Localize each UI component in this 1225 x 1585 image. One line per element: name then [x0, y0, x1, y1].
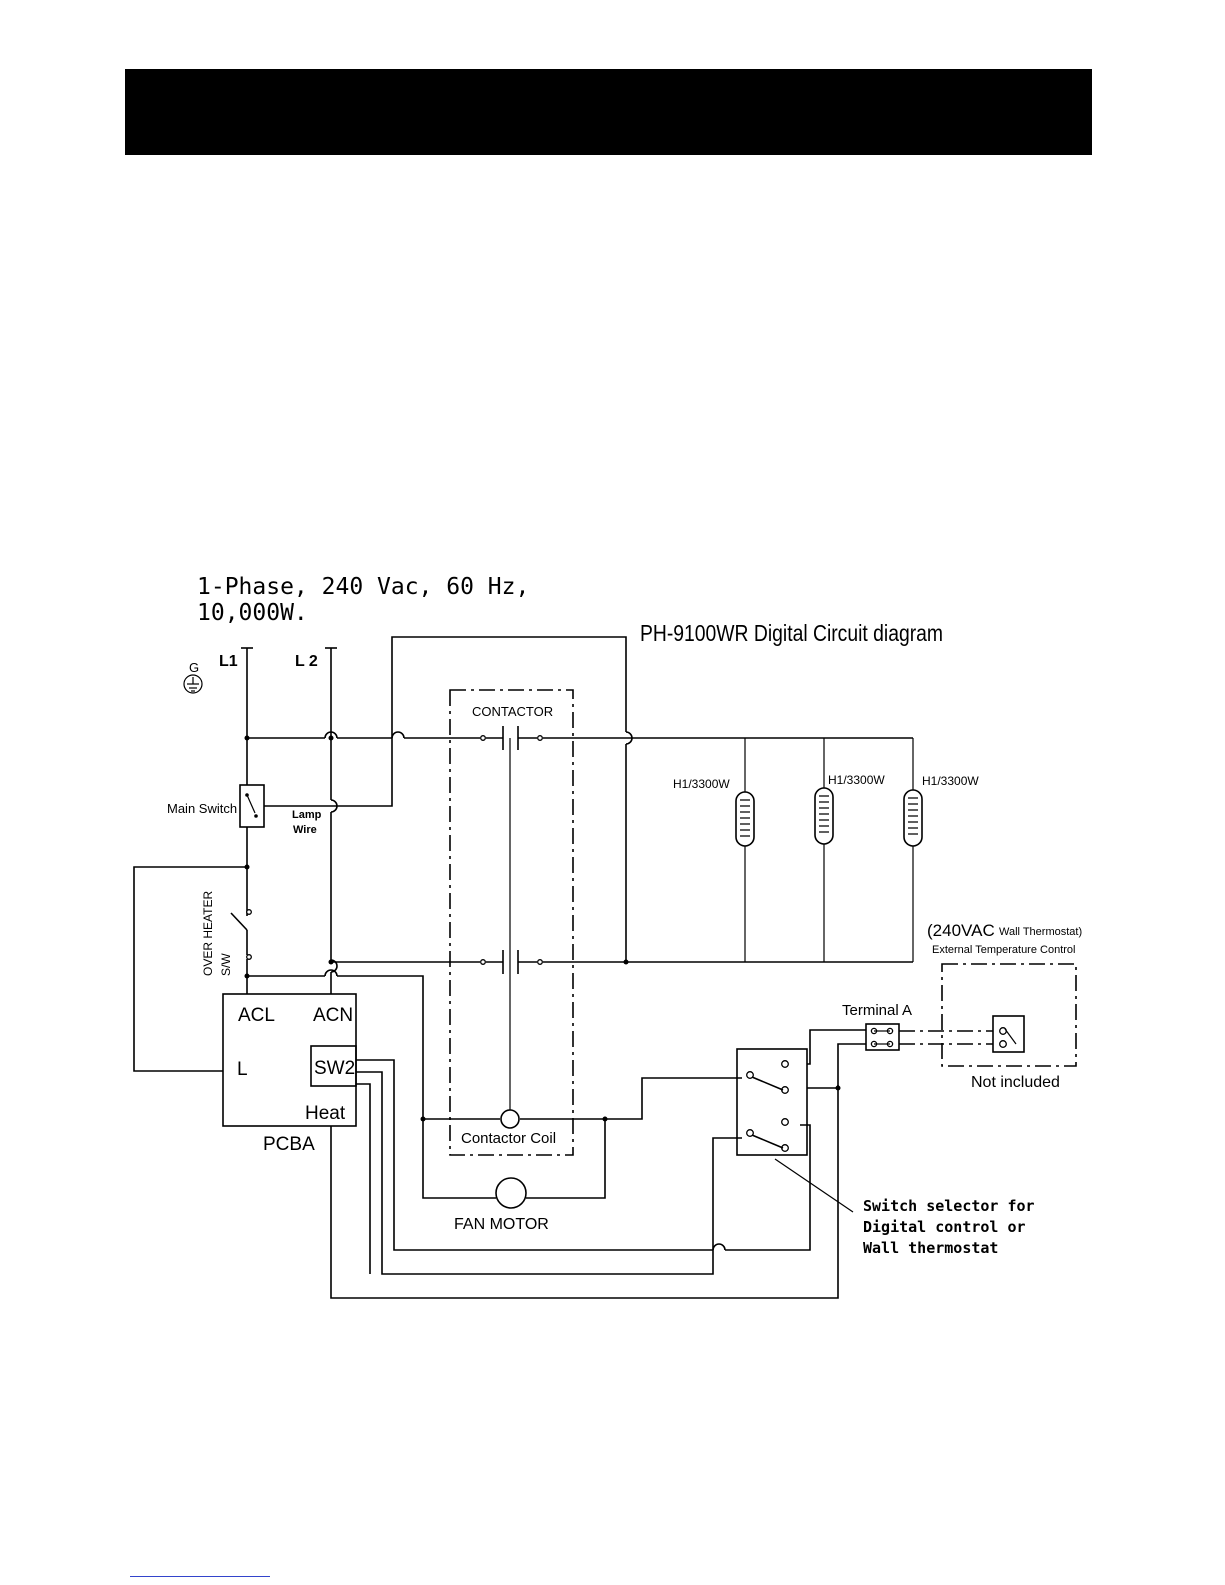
l2-line: [325, 647, 338, 994]
heater-1: [735, 738, 755, 962]
heater-2: [814, 738, 834, 962]
wall-thermostat: [992, 1015, 1025, 1053]
terminal-a-label: Terminal A: [842, 1002, 912, 1019]
fan-motor: [495, 1177, 527, 1209]
thermostat-voltage-label: (240VAC: [927, 921, 995, 940]
sw2-box: [310, 1045, 357, 1087]
lamp-wire: [264, 636, 627, 807]
selector-wire-terminal: [837, 1043, 866, 1088]
acn-return-wire: [330, 1085, 839, 1299]
thermostat-wall-label: Wall Thermostat): [999, 926, 1082, 938]
contactor-coil-label: Contactor Coil: [461, 1130, 556, 1147]
contactor-coil: [500, 1109, 520, 1129]
contactor-upper-contacts: [480, 726, 543, 750]
over-heater-sw-label: S/W: [219, 953, 233, 976]
l1-line: [241, 647, 253, 785]
thermostat-box: [941, 963, 1077, 1067]
pcba-l-wire: [133, 866, 247, 1072]
pcba-acn-label: ACN: [313, 1005, 353, 1026]
main-switch-label: Main Switch: [167, 801, 237, 816]
wire-label: Wire: [293, 824, 317, 836]
diagram-title: PH-9100WR Digital Circuit diagram: [640, 620, 943, 646]
fan-feed-wire: [422, 1119, 496, 1199]
heater-3: [903, 738, 923, 962]
contactor-lower-contacts: [480, 950, 543, 974]
pcba-l-label: L: [237, 1059, 248, 1080]
main-switch: [239, 784, 265, 828]
external-control-label: External Temperature Control: [932, 944, 1075, 956]
over-heater-switch: [230, 909, 252, 960]
contactor-label: CONTACTOR: [472, 704, 553, 719]
l1-label: L1: [219, 653, 238, 670]
sw2-wire-c: [356, 1083, 371, 1274]
contactor-box: [449, 689, 574, 1156]
sw2-wire-b: [356, 1071, 742, 1275]
selector-note-line-3: Wall thermostat: [863, 1239, 998, 1257]
top-bus-wire: [244, 731, 480, 741]
selector-pointer: [774, 1158, 854, 1213]
heater-3-label: H1/3300W: [922, 774, 979, 788]
footer-rule: [130, 1576, 270, 1577]
switch-selector: [736, 1048, 808, 1156]
spec-line-2: 10,000W.: [197, 600, 308, 626]
not-included-label: Not included: [971, 1074, 1060, 1091]
bottom-bus-wire: [328, 959, 480, 965]
selector-note-line-2: Digital control or: [863, 1218, 1026, 1236]
header-bar: [125, 69, 1092, 155]
heater-1-label: H1/3300W: [673, 777, 730, 791]
fan-motor-label: FAN MOTOR: [454, 1216, 549, 1233]
selector-note-line-1: Switch selector for: [863, 1197, 1035, 1215]
pcba-label: PCBA: [263, 1134, 315, 1155]
ground-icon: [183, 674, 203, 694]
pcba-heat-label: Heat: [305, 1103, 346, 1124]
l2-label: L 2: [295, 653, 318, 670]
terminal-a: [865, 1023, 900, 1051]
selector-wire-top: [807, 1029, 866, 1065]
sw2-wire-a: [356, 1059, 713, 1251]
spec-line-1: 1-Phase, 240 Vac, 60 Hz,: [197, 574, 529, 600]
over-heater-label: OVER HEATER: [201, 891, 215, 976]
heater-2-label: H1/3300W: [828, 773, 885, 787]
pcba-sw2-label: SW2: [314, 1058, 355, 1079]
lamp-label: Lamp: [292, 809, 322, 821]
coil-return-wire: [520, 1077, 742, 1120]
ground-label: G: [189, 660, 199, 675]
pcba-acl-label: ACL: [238, 1005, 275, 1026]
fan-return-wire: [526, 1119, 606, 1199]
